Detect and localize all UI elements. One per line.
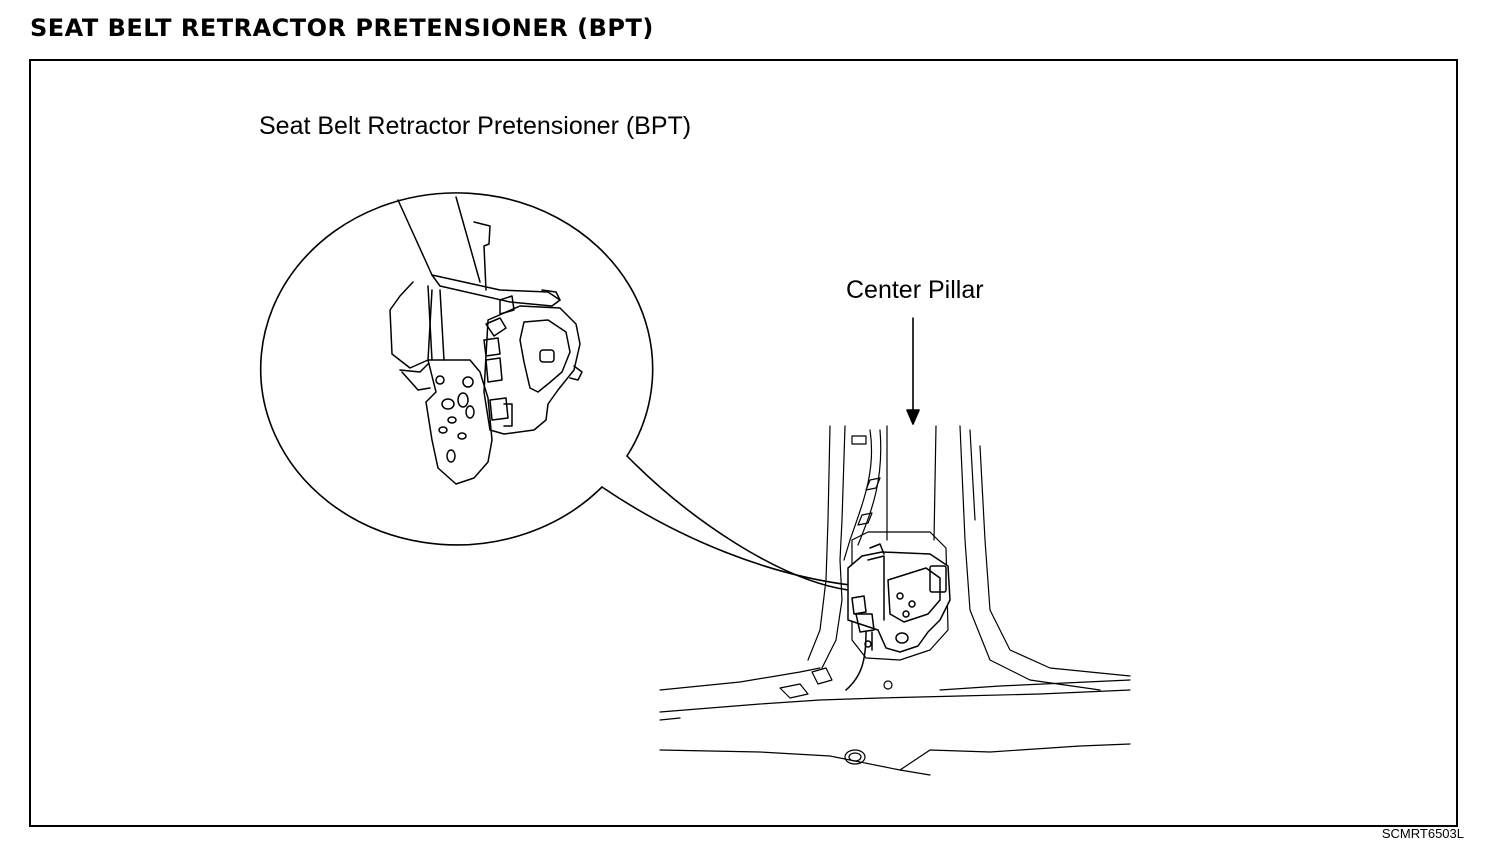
callout-lines bbox=[601, 455, 851, 591]
center-pillar-arrow bbox=[906, 317, 920, 425]
center-pillar-label: Center Pillar bbox=[846, 276, 984, 304]
page-title: SEAT BELT RETRACTOR PRETENSIONER (BPT) bbox=[30, 14, 654, 42]
detail-magnifier-circle bbox=[259, 192, 654, 546]
figure-code: SCMRT6503L bbox=[1381, 826, 1464, 841]
bpt-label: Seat Belt Retractor Pretensioner (BPT) bbox=[259, 112, 692, 140]
retractor-detail-drawing bbox=[389, 196, 583, 485]
figure-frame bbox=[29, 59, 1458, 827]
vehicle-pillar-drawing bbox=[659, 425, 1131, 776]
installed-retractor-drawing bbox=[845, 543, 951, 691]
